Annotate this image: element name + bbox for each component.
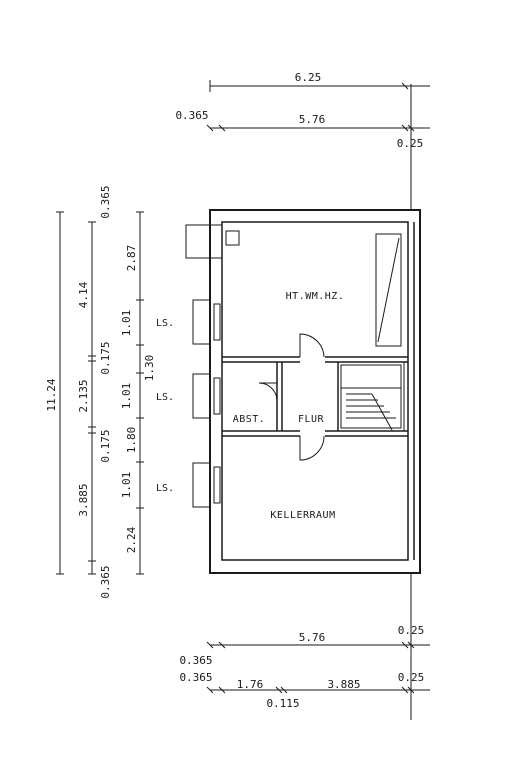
room-label-storage: ABST. (233, 414, 266, 425)
dim-bottom-wall-right1: 0.25 (398, 624, 425, 637)
dim-left-col2-wall-mid2: 0.175 (99, 429, 112, 462)
chimney-box (185, 224, 223, 259)
dim-bottom-wall-right2: 0.25 (398, 671, 425, 684)
dim-bottom-wall-left1: 0.365 (179, 654, 212, 667)
dim-bottom-mid-wall: 0.115 (266, 697, 299, 710)
dim-left-col3-bottom: 2.24 (125, 526, 138, 553)
dim-bottom-inner: 5.76 (299, 631, 326, 644)
dim-left-col3-win3: 1.01 (120, 472, 133, 499)
dim-left-col2-mid: 2.135 (77, 379, 90, 412)
doors (258, 333, 325, 461)
bottom-dimensions: 5.76 0.25 0.365 0.365 1.76 3.885 0.25 0.… (179, 624, 430, 710)
staircase (340, 364, 402, 431)
dim-left-overall: 11.24 (45, 378, 58, 411)
dim-left-col3-flur: 1.30 (143, 355, 156, 382)
dim-left-col2-wall-bottom: 0.365 (99, 565, 112, 598)
room-label-heating: HT.WM.HZ. (286, 291, 345, 302)
dim-bottom-wall-left2: 0.365 (179, 671, 212, 684)
boiler-unit (375, 233, 402, 347)
window-label-3: LS. (156, 483, 174, 494)
dim-left-col2-wall-mid1: 0.175 (99, 341, 112, 374)
room-label-cellar: KELLERRAUM (270, 510, 335, 521)
top-dimensions: 6.25 0.365 5.76 0.25 (175, 71, 430, 720)
dim-bottom-seg1: 1.76 (237, 678, 264, 691)
dim-left-col3-gap: 1.80 (125, 427, 138, 454)
dim-top-wall-left: 0.365 (175, 109, 208, 122)
dim-left-col2-bottom: 3.885 (77, 483, 90, 516)
dim-left-col3-win2: 1.01 (120, 383, 133, 410)
dim-left-col2-top: 4.14 (77, 281, 90, 308)
dim-left-col3-win1: 1.01 (120, 310, 133, 337)
window-label-1: LS. (156, 318, 174, 329)
left-dimensions: 11.24 0.365 4.14 0.175 2.135 0.175 3.885… (45, 185, 156, 598)
dim-top-inner: 5.76 (299, 113, 326, 126)
fixtures (185, 224, 402, 347)
dim-left-col2-wall-top: 0.365 (99, 185, 112, 218)
walls (209, 209, 421, 574)
dim-top-wall-right: 0.25 (397, 137, 424, 150)
window-label-2: LS. (156, 392, 174, 403)
dim-top-overall: 6.25 (295, 71, 322, 84)
dim-left-col3-top: 2.87 (125, 245, 138, 272)
dim-bottom-seg2: 3.885 (327, 678, 360, 691)
room-label-hall: FLUR (298, 414, 325, 425)
windows (192, 299, 221, 508)
